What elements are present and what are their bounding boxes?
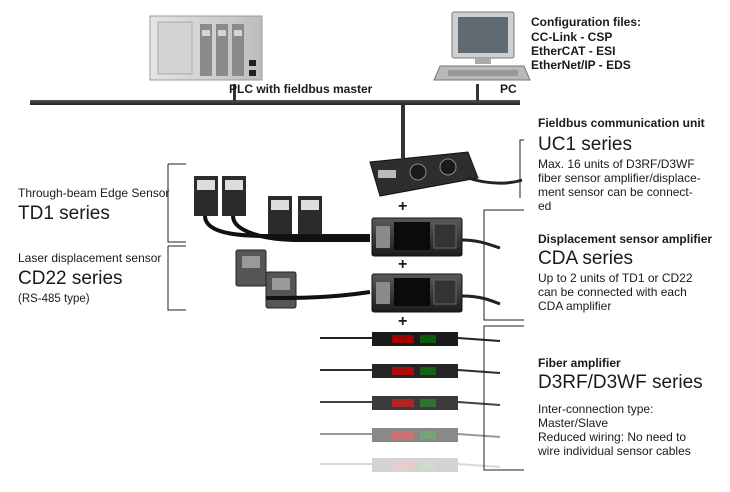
cda-desc-line-2: can be connected with each [538,285,687,299]
fiber-amplifier-images [320,332,501,472]
plus-sign-1: + [398,198,408,215]
uc1-desc-line-4: ed [538,199,552,213]
pc-icon [433,11,531,81]
td1-caption: Through-beam Edge Sensor [18,186,170,200]
fieldbus-line [30,84,520,158]
plus-sign-3: + [398,313,408,330]
fiber-desc-line-2: Master/Slave [538,416,609,430]
config-files-line-1: CC-Link - CSP [531,30,613,44]
uc1-desc-line-2: fiber sensor amplifier/displace- [538,171,701,185]
cd22-sensor-images [235,249,371,309]
cd22-title: CD22 series [18,268,123,289]
uc1-desc-line-1: Max. 16 units of D3RF/D3WF [538,157,695,171]
fiber-caption: Fiber amplifier [538,356,621,370]
config-files-line-2: EtherCAT - ESI [531,44,616,58]
cda-amplifier-images [371,217,501,313]
cd22-note: (RS-485 type) [18,293,90,305]
uc1-caption: Fieldbus communication unit [538,116,705,130]
cda-title: CDA series [538,248,634,269]
config-files-title: Configuration files: [531,15,641,29]
fiber-desc-line-3: Reduced wiring: No need to [538,430,687,444]
cda-desc-line-1: Up to 2 units of TD1 or CD22 [538,271,693,285]
cda-caption: Displacement sensor amplifier [538,232,713,246]
td1-title: TD1 series [18,203,110,224]
plc-icon [149,15,263,81]
fiber-desc-line-1: Inter-connection type: [538,402,654,416]
uc1-desc-line-3: ment sensor can be connect- [538,185,693,199]
plus-sign-2: + [398,256,408,273]
cd22-caption: Laser displacement sensor [18,251,162,265]
uc1-title: UC1 series [538,134,632,155]
config-files-line-3: EtherNet/IP - EDS [531,58,631,72]
fiber-desc-line-4: wire individual sensor cables [538,444,691,458]
uc1-unit-image [369,151,523,197]
plc-label: PLC with fieldbus master [229,82,373,96]
td1-sensor-images [194,176,370,242]
cda-desc-line-3: CDA amplifier [538,299,612,313]
fiber-title: D3RF/D3WF series [538,372,703,393]
bracket-lines [167,139,524,471]
pc-label: PC [500,82,517,96]
